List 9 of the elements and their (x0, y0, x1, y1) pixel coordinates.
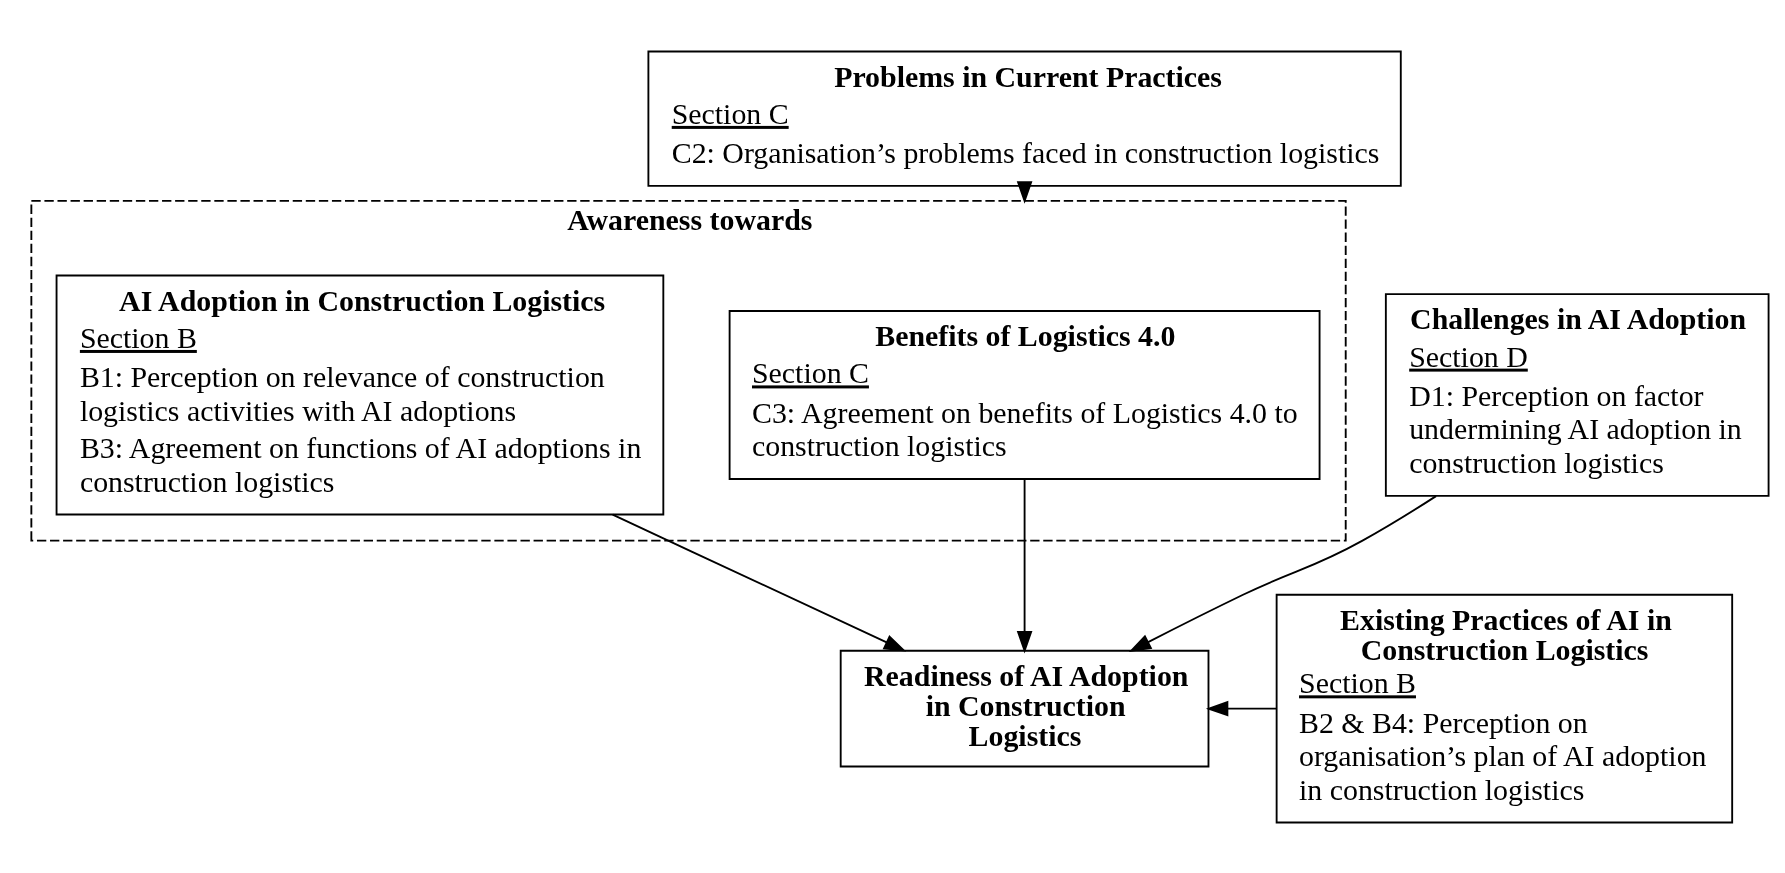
node-box: Benefits of Logistics 4.0 Section C C3: Agreement on benefits of Logistics 4.0 to construction logistics (728, 309, 1321, 480)
node-box: AI Adoption in Construction Logistics Section B B1: Perception on relevance of construction logistics activities with AI adoptions B3: Agreement on functions of AI adoptions in construction logistics (55, 274, 665, 515)
node-box: Challenges in AI Adoption Section D D1: Perception on factor undermining AI adoption in construction logistics (1384, 292, 1770, 497)
arrow (1016, 477, 1033, 653)
arrow (1016, 180, 1033, 204)
node-box: Readiness of AI Adoption in Construction Logistics (839, 649, 1210, 767)
node-box: Existing Practices of AI in Construction Logistics Section B B2 & B4: Perception on organisation’s plan of AI adoption in construction logistics (1275, 593, 1734, 823)
arrow (1205, 700, 1278, 716)
arrow (1128, 494, 1437, 652)
